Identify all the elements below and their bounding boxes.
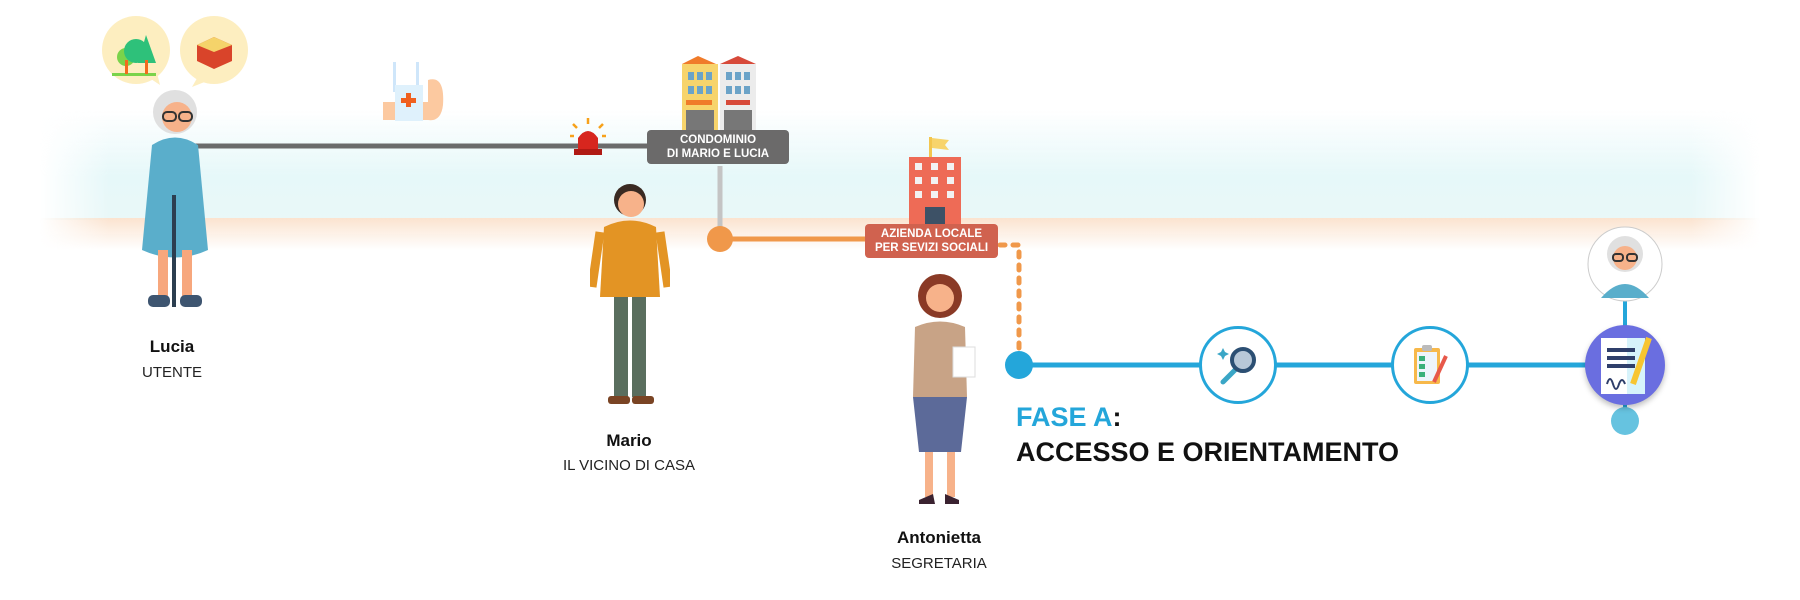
search-step-node[interactable] bbox=[1199, 326, 1277, 404]
azienda-label: AZIENDA LOCALE PER SEVIZI SOCIALI bbox=[865, 224, 998, 258]
person-name-lucia: Lucia bbox=[149, 337, 195, 356]
phase-subtitle: ACCESSO E ORIENTAMENTO bbox=[1016, 437, 1400, 467]
bandaged-foot-icon bbox=[383, 62, 444, 121]
trees-icon bbox=[112, 73, 156, 76]
orange-dot bbox=[707, 226, 733, 252]
person-name-antonietta: Antonietta bbox=[896, 528, 982, 547]
magnifier-icon bbox=[1217, 347, 1256, 385]
condominio-label: CONDOMINIO DI MARIO E LUCIA bbox=[647, 130, 789, 164]
clipboard-checklist-icon bbox=[1414, 345, 1448, 384]
alarm-siren-icon bbox=[570, 118, 606, 155]
lucia-figure bbox=[142, 90, 208, 307]
contract-step-node[interactable] bbox=[1585, 325, 1665, 405]
person-role-lucia: UTENTE bbox=[142, 364, 202, 381]
mario-figure bbox=[590, 184, 670, 404]
signed-document-icon bbox=[1601, 337, 1652, 394]
phase-title-text: FASE A bbox=[1016, 402, 1113, 432]
speech-bubbles bbox=[102, 16, 248, 87]
phase-start-dot bbox=[1005, 351, 1033, 379]
dotted-connector bbox=[997, 242, 1022, 355]
antonietta-figure bbox=[913, 274, 976, 504]
person-role-mario: IL VICINO DI CASA bbox=[563, 457, 695, 474]
azienda-label-line2: PER SEVIZI SOCIALI bbox=[874, 242, 989, 254]
azienda-building-icon bbox=[909, 137, 961, 225]
person-role-antonietta: SEGRETARIA bbox=[891, 555, 987, 572]
lucia-avatar bbox=[1587, 226, 1663, 302]
person-name-mario: Mario bbox=[606, 431, 652, 450]
azienda-label-line1: AZIENDA LOCALE bbox=[880, 228, 983, 240]
condominio-label-line2: DI MARIO E LUCIA bbox=[666, 148, 770, 160]
phase-title: FASE A: bbox=[1016, 402, 1122, 433]
phase-end-dot bbox=[1611, 407, 1639, 435]
sky-band bbox=[40, 110, 1760, 220]
condominio-buildings-icon bbox=[682, 56, 756, 132]
phase-title-colon: : bbox=[1112, 402, 1122, 432]
condominio-label-line1: CONDOMINIO bbox=[679, 134, 757, 146]
checklist-step-node[interactable] bbox=[1391, 326, 1469, 404]
